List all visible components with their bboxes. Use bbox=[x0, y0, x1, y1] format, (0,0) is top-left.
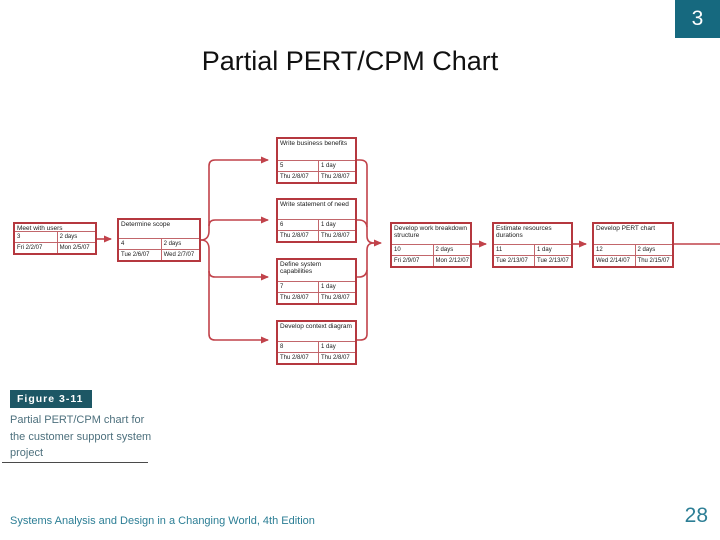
task-id: 3 bbox=[15, 231, 57, 242]
task-duration: 2 days bbox=[634, 244, 672, 255]
task-start: Tue 2/13/07 bbox=[494, 255, 535, 266]
task-id: 5 bbox=[278, 160, 319, 171]
task-finish: Thu 2/8/07 bbox=[318, 171, 355, 182]
task-duration: 2 days bbox=[432, 244, 470, 255]
task-id: 10 bbox=[392, 244, 433, 255]
task-duration: 1 day bbox=[318, 219, 355, 230]
task-start: Thu 2/8/07 bbox=[278, 230, 319, 241]
task-finish: Wed 2/7/07 bbox=[160, 249, 199, 260]
caption-divider-rule bbox=[2, 462, 148, 463]
task-finish: Mon 2/5/07 bbox=[56, 242, 95, 253]
task-finish: Thu 2/8/07 bbox=[318, 292, 355, 303]
task-box-develop-pert-chart: Develop PERT chart 12 2 days Wed 2/14/07… bbox=[592, 222, 674, 268]
task-name: Develop work breakdown structure bbox=[394, 225, 467, 240]
task-id: 11 bbox=[494, 244, 535, 255]
connector-4-to-5 bbox=[200, 156, 269, 241]
task-start: Fri 2/9/07 bbox=[392, 255, 433, 266]
connector-merge-lower bbox=[366, 242, 375, 251]
task-duration: 1 day bbox=[318, 160, 355, 171]
task-name: Estimate resources durations bbox=[496, 225, 552, 240]
task-name: Meet with users bbox=[17, 225, 63, 231]
connector-5-to-10 bbox=[357, 159, 368, 236]
figure-label: Figure 3-11 bbox=[10, 390, 93, 408]
task-detail-grid: 6 1 day Thu 2/8/07 Thu 2/8/07 bbox=[278, 219, 355, 241]
figure-caption-block: Figure 3-11 Partial PERT/CPM chart for t… bbox=[10, 389, 160, 462]
task-name: Develop PERT chart bbox=[596, 225, 656, 232]
task-finish: Thu 2/8/07 bbox=[318, 352, 355, 363]
task-name: Determine scope bbox=[121, 221, 171, 228]
task-start: Wed 2/14/07 bbox=[594, 255, 635, 266]
task-finish: Tue 2/13/07 bbox=[534, 255, 571, 266]
task-box-develop-context-diagram: Develop context diagram 8 1 day Thu 2/8/… bbox=[276, 320, 357, 365]
task-name: Define system capabilities bbox=[280, 261, 322, 276]
connector-merge-arrow-10 bbox=[366, 235, 382, 247]
task-id: 7 bbox=[278, 281, 319, 292]
task-start: Fri 2/2/07 bbox=[15, 242, 57, 253]
task-name: Develop context diagram bbox=[280, 323, 352, 330]
task-name: Write statement of need bbox=[280, 201, 349, 208]
footer-page-number: 28 bbox=[684, 504, 708, 527]
connector-4-to-8 bbox=[200, 239, 269, 344]
task-box-estimate-resources-durations: Estimate resources durations 11 1 day Tu… bbox=[492, 222, 573, 268]
connector-6-to-10 bbox=[357, 219, 368, 228]
task-duration: 1 day bbox=[318, 341, 355, 352]
task-finish: Thu 2/8/07 bbox=[318, 230, 355, 241]
task-name: Write business benefits bbox=[280, 140, 348, 147]
connector-8-to-10 bbox=[357, 250, 368, 341]
task-id: 4 bbox=[119, 238, 161, 249]
slide-number-badge: 3 bbox=[675, 0, 720, 38]
task-duration: 2 days bbox=[160, 238, 199, 249]
task-duration: 2 days bbox=[56, 231, 95, 242]
task-detail-grid: 7 1 day Thu 2/8/07 Thu 2/8/07 bbox=[278, 281, 355, 303]
connector-4-to-6 bbox=[208, 216, 269, 227]
task-start: Thu 2/8/07 bbox=[278, 292, 319, 303]
task-id: 6 bbox=[278, 219, 319, 230]
task-detail-grid: 5 1 day Thu 2/8/07 Thu 2/8/07 bbox=[278, 160, 355, 182]
footer-book-title: Systems Analysis and Design in a Changin… bbox=[10, 515, 315, 527]
task-box-determine-scope: Determine scope 4 2 days Tue 2/6/07 Wed … bbox=[117, 218, 201, 262]
task-id: 8 bbox=[278, 341, 319, 352]
task-finish: Thu 2/15/07 bbox=[634, 255, 672, 266]
connector-4-to-7 bbox=[208, 270, 269, 281]
connector-7-to-10 bbox=[357, 269, 368, 278]
task-detail-grid: 4 2 days Tue 2/6/07 Wed 2/7/07 bbox=[119, 238, 199, 260]
task-detail-grid: 12 2 days Wed 2/14/07 Thu 2/15/07 bbox=[594, 244, 672, 266]
task-box-meet-with-users: Meet with users 3 2 days Fri 2/2/07 Mon … bbox=[13, 222, 97, 255]
task-id: 12 bbox=[594, 244, 635, 255]
task-finish: Mon 2/12/07 bbox=[432, 255, 470, 266]
task-detail-grid: 8 1 day Thu 2/8/07 Thu 2/8/07 bbox=[278, 341, 355, 363]
task-box-define-system-capabilities: Define system capabilities 7 1 day Thu 2… bbox=[276, 258, 357, 305]
task-box-write-statement-of-need: Write statement of need 6 1 day Thu 2/8/… bbox=[276, 198, 357, 243]
task-start: Tue 2/6/07 bbox=[119, 249, 161, 260]
task-start: Thu 2/8/07 bbox=[278, 352, 319, 363]
task-duration: 1 day bbox=[318, 281, 355, 292]
task-detail-grid: 11 1 day Tue 2/13/07 Tue 2/13/07 bbox=[494, 244, 571, 266]
task-box-develop-work-breakdown-structure: Develop work breakdown structure 10 2 da… bbox=[390, 222, 472, 268]
task-box-write-business-benefits: Write business benefits 5 1 day Thu 2/8/… bbox=[276, 137, 357, 184]
task-detail-grid: 10 2 days Fri 2/9/07 Mon 2/12/07 bbox=[392, 244, 470, 266]
slide-title: Partial PERT/CPM Chart bbox=[201, 46, 499, 76]
task-duration: 1 day bbox=[534, 244, 571, 255]
task-detail-grid: 3 2 days Fri 2/2/07 Mon 2/5/07 bbox=[15, 231, 95, 253]
task-start: Thu 2/8/07 bbox=[278, 171, 319, 182]
figure-caption-text: Partial PERT/CPM chart for the customer … bbox=[10, 414, 152, 459]
